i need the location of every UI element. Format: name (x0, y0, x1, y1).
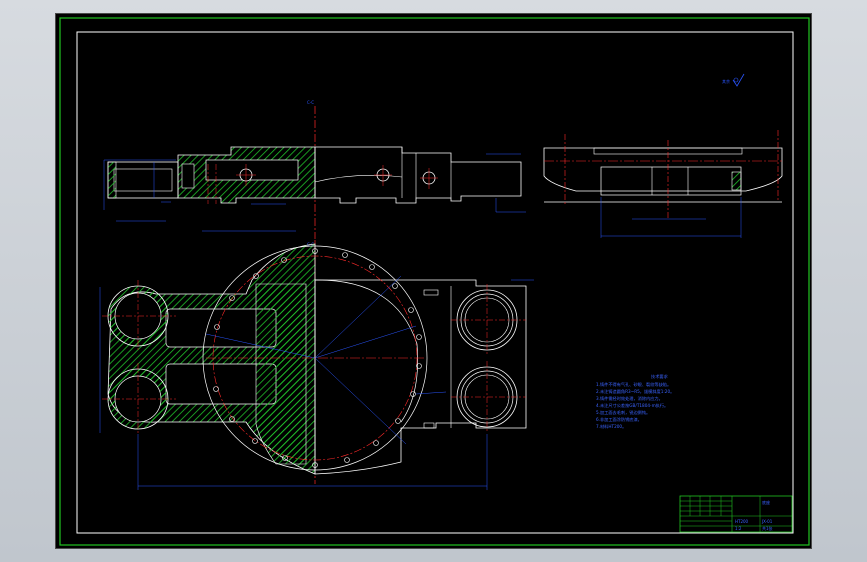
sheet-inner-border (76, 31, 794, 534)
note-line: 1.铸件不得有气孔、砂眼、裂纹等缺陷。 (596, 381, 671, 388)
front-section-view: C-C (103, 100, 526, 239)
note-line: 2.未注铸造圆角R3~R5，拔模斜度1:20。 (596, 388, 674, 395)
title-block: 底座 JX-01 HT200 1:2 共1张 (679, 495, 793, 533)
title-material: HT200 (735, 519, 749, 524)
technical-notes: 技术要求 1.铸件不得有气孔、砂眼、裂纹等缺陷。 2.未注铸造圆角R3~R5，拔… (596, 373, 674, 430)
cad-viewport[interactable]: 其余 C-C (55, 13, 812, 549)
note-line: 7.材料HT200。 (596, 423, 626, 430)
note-line: 5.加工面去毛刺，锐边倒钝。 (596, 409, 650, 416)
svg-text:C-C: C-C (307, 100, 314, 105)
note-line: 6.非加工面涂防锈底漆。 (596, 416, 642, 423)
title-scale: 1:2 (735, 526, 742, 531)
note-line: 3.铸件需经时效处理，消除内应力。 (596, 395, 663, 402)
roughness-symbol: 其余 (722, 73, 745, 87)
note-line: 4.未注尺寸公差按GB/T1804-m执行。 (596, 402, 668, 409)
svg-text:其余: 其余 (722, 78, 730, 84)
cad-drawing: 其余 C-C (59, 17, 810, 546)
title-sheet: 共1张 (762, 525, 773, 531)
side-view (543, 130, 783, 238)
title-drawing-number: JX-01 (761, 519, 773, 524)
plan-view: C-C (99, 240, 534, 490)
title-part-name: 底座 (762, 499, 770, 505)
notes-heading: 技术要求 (651, 373, 669, 380)
sheet-outer-border (59, 17, 810, 546)
bolt-holes (213, 248, 422, 468)
